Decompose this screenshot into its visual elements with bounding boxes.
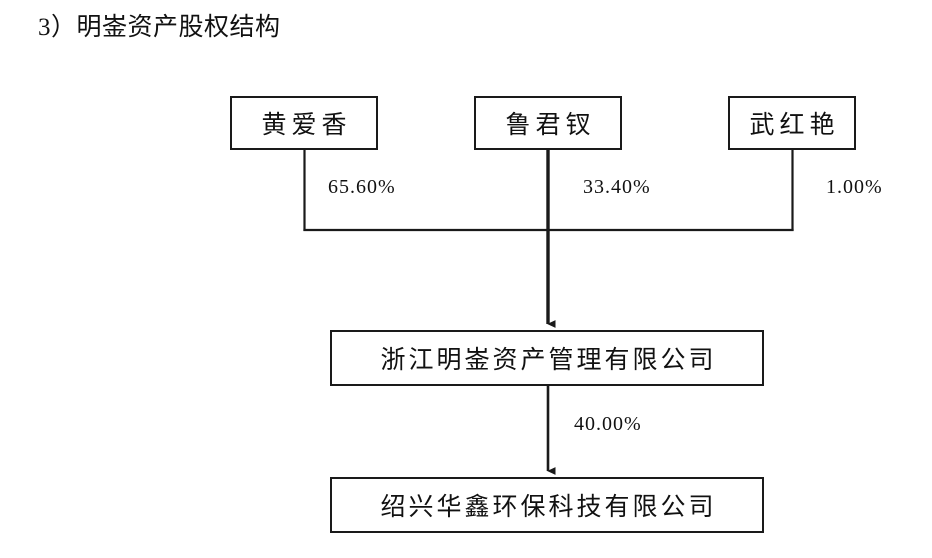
shareholder-node-2[interactable]: 武红艳 <box>728 96 856 150</box>
edge-label-p0-c0: 65.60% <box>328 176 396 198</box>
shareholder-node-1[interactable]: 鲁君钗 <box>474 96 622 150</box>
edge-label-c0-c1: 40.00% <box>574 413 642 435</box>
shareholder-node-0[interactable]: 黄爱香 <box>230 96 378 150</box>
edge-label-p1-c0: 33.40% <box>583 176 651 198</box>
company-node-0[interactable]: 浙江明崟资产管理有限公司 <box>330 330 764 386</box>
company-node-1[interactable]: 绍兴华鑫环保科技有限公司 <box>330 477 764 533</box>
page-title: 3）明崟资产股权结构 <box>38 14 281 41</box>
edge-label-p2-c0: 1.00% <box>826 176 883 198</box>
